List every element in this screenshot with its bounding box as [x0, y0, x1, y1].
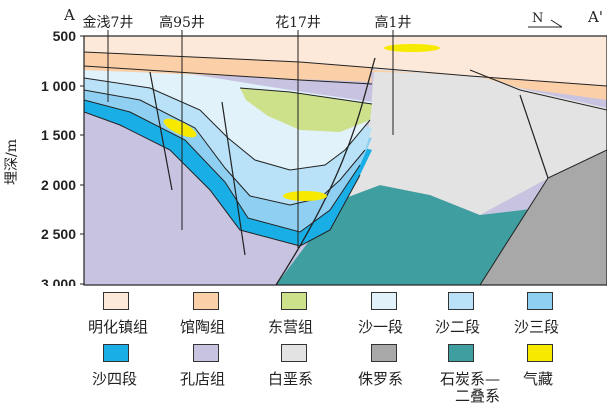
profile-start-label: A — [63, 6, 75, 24]
wells — [107, 30, 394, 248]
depth-tick-2500: 2 500 — [41, 226, 76, 242]
legend-swatch — [193, 344, 219, 362]
legend-label-carb-perm-line1: 石炭系— — [440, 370, 501, 388]
gas-reservoirs — [163, 44, 440, 201]
minghuazhen-layer — [84, 36, 607, 86]
well-label-gao1: 高1井 — [375, 14, 412, 31]
depth-tick-2000: 2 000 — [41, 177, 76, 193]
legend-label-sha4: 沙四段 — [92, 370, 138, 388]
legend-swatch — [371, 344, 397, 362]
legend-swatch — [527, 344, 553, 362]
depth-tick-1000: 1 000 — [41, 78, 76, 94]
strata-layers — [84, 36, 607, 285]
legend-swatch — [193, 292, 219, 310]
legend-label-carb-perm-line2: 二叠系 — [455, 387, 501, 405]
legend-swatch — [371, 292, 397, 310]
legend-label-cretaceous: 白垩系 — [268, 370, 314, 388]
legend: 明化镇组 馆陶组 东营组 沙一段 沙二段 沙三段 沙四段 孔店组 白垩系 侏罗系… — [0, 286, 607, 405]
legend-label-dongying: 东营组 — [268, 318, 314, 336]
well-labels: 金浅7井 高95井 花17井 高1井 — [83, 14, 412, 31]
dongying-layer — [240, 88, 372, 132]
legend-label-sha3: 沙三段 — [514, 318, 560, 336]
legend-label-guantao: 馆陶组 — [180, 318, 226, 336]
well-label-gao95: 高95井 — [159, 14, 205, 31]
svg-text:N: N — [532, 11, 543, 26]
depth-tick-500: 500 — [53, 28, 77, 44]
depth-tick-3000: 3 000 — [41, 276, 76, 286]
legend-label-sha2: 沙二段 — [435, 318, 481, 336]
legend-swatch — [103, 344, 129, 362]
well-label-jinqian7: 金浅7井 — [83, 15, 134, 31]
sha1-layer — [84, 60, 372, 170]
legend-swatch — [281, 292, 307, 310]
depth-tick-1500: 1 500 — [41, 127, 76, 143]
geologic-cross-section: 金浅7井 高95井 花17井 高1井 A A' N 500 1 000 1 50… — [4, 6, 607, 286]
profile-end-label: A' — [587, 8, 603, 26]
legend-label-kongdian: 孔店组 — [180, 370, 226, 388]
legend-label-minghuazhen: 明化镇组 — [88, 318, 149, 336]
legend-label-jurassic: 侏罗系 — [358, 370, 404, 388]
legend-swatch — [448, 344, 474, 362]
well-label-hua17: 花17井 — [275, 15, 321, 31]
legend-label-gas: 气藏 — [523, 370, 554, 388]
legend-label-sha1: 沙一段 — [358, 318, 404, 336]
faults — [149, 71, 549, 256]
legend-swatch — [103, 292, 129, 310]
cretaceous-layer — [340, 58, 607, 215]
depth-axis: 500 1 000 1 500 2 000 2 500 3 000 埋深/m — [4, 28, 84, 286]
legend-swatch — [281, 344, 307, 362]
north-arrow: N — [528, 11, 563, 28]
section-frame — [83, 35, 607, 286]
legend-swatch — [527, 292, 553, 310]
depth-axis-label: 埋深/m — [4, 139, 20, 185]
legend-swatch — [448, 292, 474, 310]
